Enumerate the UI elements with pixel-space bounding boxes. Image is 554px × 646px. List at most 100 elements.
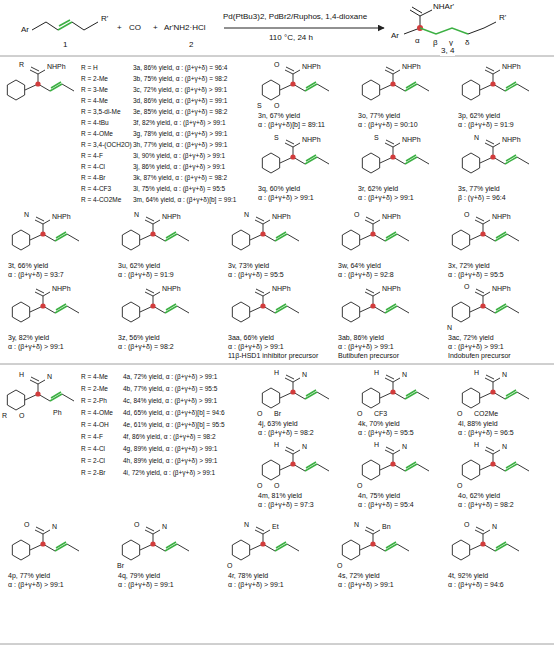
yield-caption: α : (β+γ+δ) = 95:4 xyxy=(357,500,415,509)
structure xyxy=(362,67,429,100)
alkene-bond xyxy=(406,155,416,161)
yield-caption: α : (β+γ+δ) > 99:1 xyxy=(257,193,315,202)
substituent: R = 4-Cl xyxy=(80,444,106,453)
alpha-mark xyxy=(40,541,45,546)
yield-caption: 11β-HSD1 inhibitor precursor xyxy=(227,351,319,360)
substituent: R = 2-Br xyxy=(80,468,106,477)
bond xyxy=(475,530,483,534)
bond xyxy=(287,544,299,551)
alkene-bond xyxy=(506,462,516,468)
yield-caption: α : (β+γ+δ) > 99:1 xyxy=(357,193,415,202)
atom-label: O xyxy=(463,520,470,529)
scheme-text: R' xyxy=(498,13,507,23)
yield-entry: 4g, 89% yield, α : (β+γ+δ) > 99:1 xyxy=(122,444,218,453)
yield-caption: α : (β+γ+δ) = 95:5 xyxy=(227,270,285,279)
bond xyxy=(365,220,373,224)
atom-label: S xyxy=(256,101,263,110)
structure xyxy=(122,527,189,560)
alkene-bond xyxy=(56,542,66,548)
bond xyxy=(145,530,153,534)
yield-caption: α : (β+γ+δ) = 91:9 xyxy=(117,270,175,279)
yield-caption: 3aa, 66% yield xyxy=(227,333,275,342)
yield-caption: 3r, 62% yield xyxy=(357,184,399,193)
structure xyxy=(452,289,519,322)
atom-label: S xyxy=(373,133,380,142)
alkene-bond xyxy=(166,232,176,238)
atom-label: N xyxy=(401,442,408,451)
alpha-mark xyxy=(290,81,295,86)
bond xyxy=(485,143,493,147)
atom-label: Ph xyxy=(52,408,63,417)
bond xyxy=(507,544,519,551)
ring xyxy=(232,230,249,250)
scheme-text: δ xyxy=(464,38,470,48)
bond xyxy=(285,378,293,382)
alpha-mark xyxy=(290,461,295,466)
bond xyxy=(146,527,154,531)
ring xyxy=(362,388,379,408)
ring xyxy=(462,460,479,480)
yield-entry: 3h, 77% yield, α : (β+γ+δ) > 99:1 xyxy=(132,140,228,149)
bond xyxy=(517,392,529,399)
structure xyxy=(452,527,519,560)
bond xyxy=(317,157,329,164)
ring xyxy=(342,230,359,250)
alkene-bond xyxy=(496,232,506,238)
atom-label: O xyxy=(273,481,280,490)
atom-label: NHPh xyxy=(401,135,422,144)
yield-entry: 4b, 77% yield, α : (β+γ+δ) = 95:5 xyxy=(122,384,218,393)
substituent: R = 4-OMe xyxy=(80,408,114,417)
scheme-text: Ar xyxy=(20,25,30,35)
bond xyxy=(286,447,294,451)
alkene-bond xyxy=(59,20,70,26)
alpha-mark xyxy=(490,389,495,394)
yield-caption: α : (β+γ+δ) > 99:1 xyxy=(337,342,395,351)
atom-label: O xyxy=(256,409,263,418)
structure xyxy=(452,217,519,250)
yield-caption: α : (β+γ+δ) = 98:2 xyxy=(257,428,315,437)
ring xyxy=(462,388,479,408)
yield-entry: 3i, 90% yield, α : (β+γ+δ) > 99:1 xyxy=(132,151,226,160)
substituent: R = 3,4-(OCH2O) xyxy=(80,140,133,149)
bond xyxy=(177,234,189,241)
alpha-mark xyxy=(390,81,395,86)
ring xyxy=(452,302,469,322)
scheme-text: 3, 4 xyxy=(440,46,455,56)
structure xyxy=(462,140,529,173)
alkene-bond xyxy=(306,462,316,468)
yield-caption: 3y, 82% yield xyxy=(7,333,50,342)
scheme-text: β xyxy=(432,38,439,48)
yield-entry: 3j, 86% yield, α : (β+γ+δ) > 99:1 xyxy=(132,162,226,171)
bond xyxy=(145,220,153,224)
scheme-text: + xyxy=(152,23,159,33)
bond xyxy=(287,306,299,313)
bond xyxy=(286,140,294,144)
atom-label: N xyxy=(243,210,250,219)
divider xyxy=(0,56,554,57)
structure xyxy=(232,527,299,560)
yield-caption: 3ab, 86% yield xyxy=(337,333,385,342)
atom-label: H xyxy=(18,370,25,379)
yield-caption: α : (β+γ+δ) > 99:1 xyxy=(7,342,65,351)
structure xyxy=(7,377,74,410)
bond xyxy=(386,447,394,451)
bond xyxy=(67,234,79,241)
yield-caption: 3n, 67% yield xyxy=(257,111,301,120)
structure xyxy=(262,67,329,100)
bond xyxy=(486,67,494,71)
alpha-mark xyxy=(490,461,495,466)
ring xyxy=(262,460,279,480)
substituent: R = 4-Me xyxy=(80,96,109,105)
structure xyxy=(462,375,529,408)
alpha-mark xyxy=(480,541,485,546)
yield-caption: 3ac, 72% yield xyxy=(447,333,495,342)
bond xyxy=(285,143,293,147)
yield-entry: 4c, 84% yield, α : (β+γ+δ) > 99:1 xyxy=(122,396,218,405)
atom-label: H xyxy=(273,368,280,377)
atom-label: H xyxy=(373,368,380,377)
yield-caption: α : (β+γ+δ) = 98:2 xyxy=(457,500,515,509)
substituent: R = 2-Me xyxy=(80,384,109,393)
bond xyxy=(468,22,496,34)
bond xyxy=(397,234,409,241)
atom-label: N xyxy=(501,442,508,451)
